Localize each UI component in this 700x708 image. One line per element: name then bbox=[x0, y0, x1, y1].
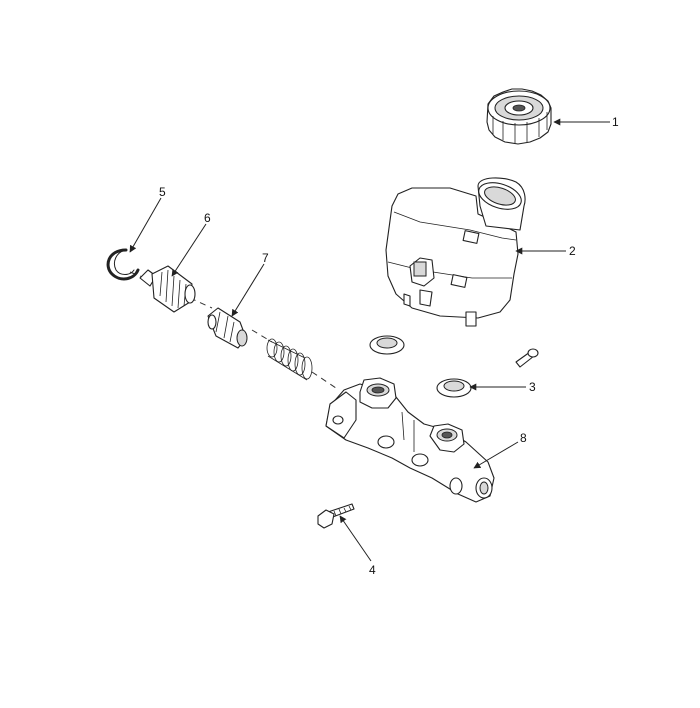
leader-4 bbox=[339, 515, 372, 562]
grommet-seal-upper bbox=[369, 335, 405, 355]
leader-6 bbox=[171, 223, 207, 277]
callout-7: 7 bbox=[262, 251, 269, 265]
callout-leaders bbox=[129, 118, 610, 562]
snap-ring bbox=[106, 248, 140, 281]
return-spring bbox=[266, 338, 313, 381]
retaining-pin bbox=[515, 348, 539, 368]
leader-7 bbox=[231, 263, 265, 317]
callout-6: 6 bbox=[204, 211, 211, 225]
callout-1: 1 bbox=[612, 115, 619, 129]
secondary-piston bbox=[207, 307, 248, 349]
callout-8: 8 bbox=[520, 431, 527, 445]
reservoir-cap bbox=[486, 88, 552, 145]
grommet-seal-lower bbox=[436, 378, 472, 398]
callout-5: 5 bbox=[159, 185, 166, 199]
callout-4: 4 bbox=[369, 563, 376, 577]
leader-5 bbox=[129, 197, 162, 253]
callout-2: 2 bbox=[569, 244, 576, 258]
primary-piston bbox=[139, 265, 196, 313]
mounting-bolt bbox=[317, 503, 355, 529]
fluid-reservoir bbox=[385, 177, 526, 327]
leader-8 bbox=[473, 441, 519, 469]
master-cylinder-body bbox=[325, 377, 495, 503]
callout-3: 3 bbox=[529, 380, 536, 394]
callout-labels: 1 2 3 4 5 6 7 8 bbox=[159, 115, 619, 577]
